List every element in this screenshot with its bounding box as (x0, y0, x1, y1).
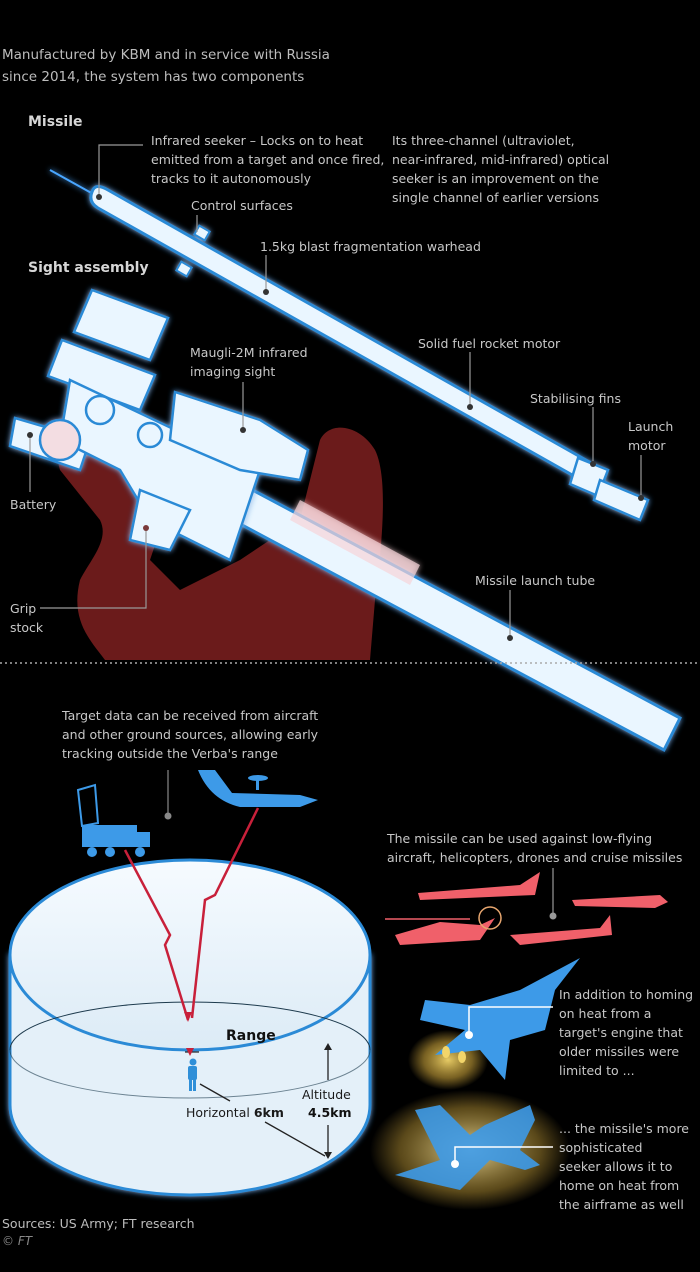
leader-dots (27, 194, 644, 641)
label-horizontal-range: Horizontal 6km (186, 1103, 284, 1122)
drone-silhouette (510, 915, 612, 945)
missile-drawing (49, 169, 650, 522)
missile-heading: Missile (28, 114, 83, 130)
awacs-aircraft-icon (198, 770, 318, 807)
label-rocket-motor: Solid fuel rocket motor (418, 336, 561, 351)
label-range: Range (226, 1028, 276, 1044)
intro-text: Manufactured by KBM and in service with … (2, 47, 330, 85)
low-flying-targets (385, 872, 668, 945)
sources-credit: Sources: US Army; FT research (2, 1216, 195, 1231)
label-altitude: Altitude (302, 1087, 351, 1102)
horizontal-value: 6km (253, 1105, 284, 1120)
horizontal-label: Horizontal (186, 1105, 250, 1120)
range-cylinder (8, 858, 372, 1197)
label-stabilising-fins: Stabilising fins (530, 391, 621, 406)
label-airframe-heat: ... the missile's more sophisticated see… (559, 1121, 689, 1212)
label-launch-motor: Launch motor (628, 419, 674, 453)
radar-truck-icon (76, 783, 150, 857)
label-warhead: 1.5kg blast fragmentation warhead (260, 239, 481, 254)
copyright: © FT (2, 1234, 33, 1248)
operator-icon (188, 1058, 197, 1091)
label-infrared-seeker: Infrared seeker – Locks on to heat emitt… (151, 133, 385, 186)
data-link-lines (123, 807, 260, 1021)
jet-silhouette (418, 872, 540, 900)
label-control-surfaces: Control surfaces (191, 198, 293, 213)
cruise-missile-silhouette (572, 895, 668, 908)
altitude-value: 4.5km (308, 1105, 352, 1120)
sight-assembly-heading: Sight assembly (28, 260, 149, 276)
label-battery: Battery (10, 497, 57, 512)
label-target-data: Target data can be received from aircraf… (62, 708, 319, 761)
label-maugli-sight: Maugli-2M infrared imaging sight (190, 345, 308, 379)
label-launch-tube: Missile launch tube (475, 573, 596, 588)
label-three-channel-seeker: Its three-channel (ultraviolet, near-inf… (392, 133, 610, 205)
label-grip-stock: Grip stock (10, 601, 44, 635)
label-low-flying-targets: The missile can be used against low-flyi… (387, 831, 683, 865)
sight-assembly-drawing (8, 288, 310, 562)
leader-lines (29, 144, 642, 637)
label-engine-heat: In addition to homing on heat from a tar… (559, 987, 694, 1078)
fighter-jet-engine-icon (420, 958, 580, 1080)
helicopter-silhouette (395, 918, 495, 945)
